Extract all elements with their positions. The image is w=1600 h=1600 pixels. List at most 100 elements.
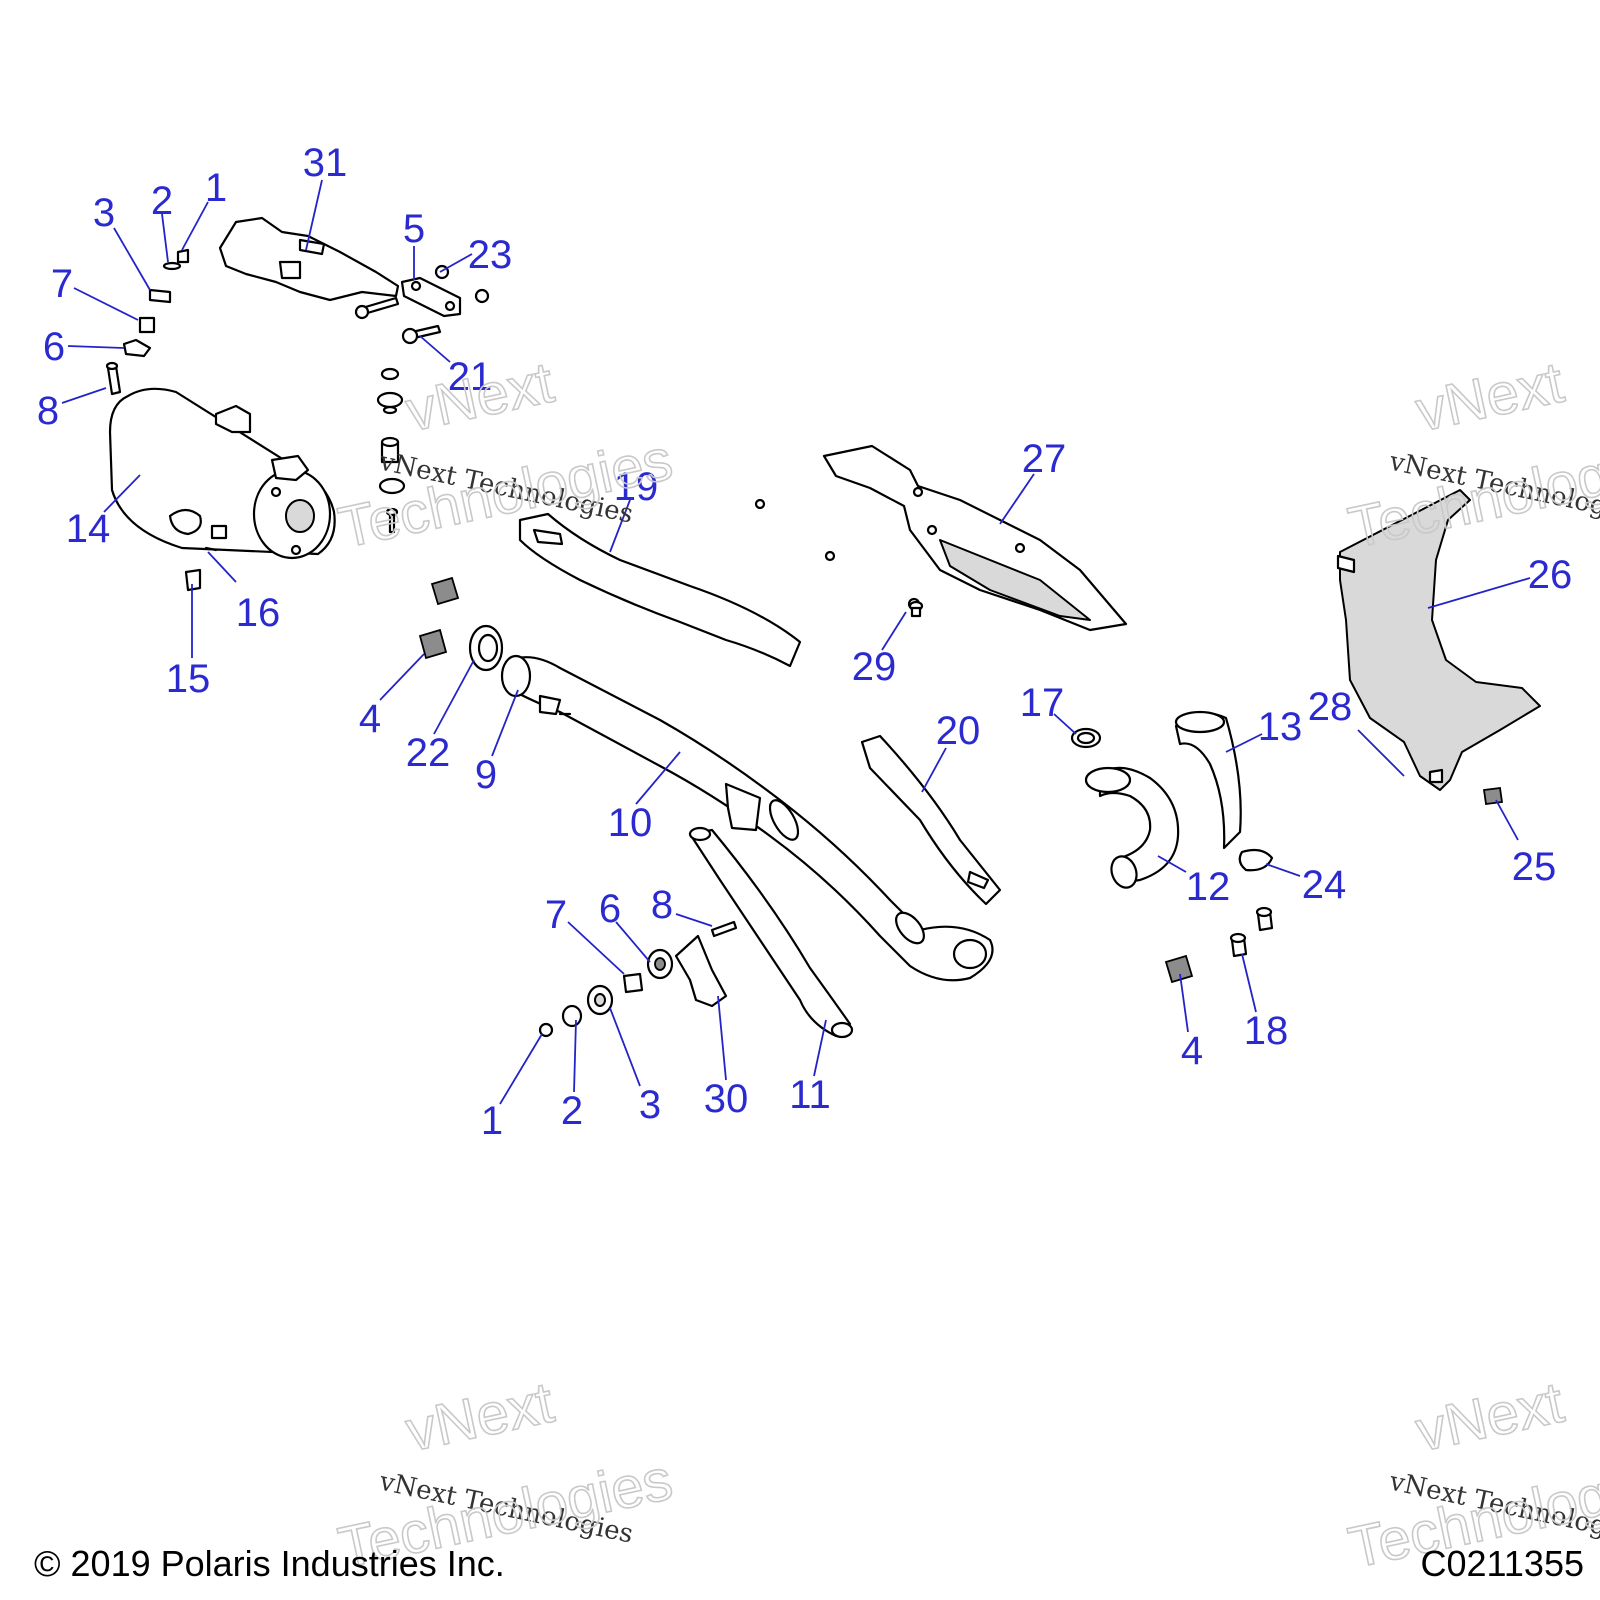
callout-4: 4	[359, 697, 381, 741]
leader-line-6	[615, 921, 651, 963]
callout-7: 7	[51, 262, 73, 306]
fasteners-upper	[354, 264, 490, 534]
callout-22: 22	[406, 731, 451, 775]
callout-6: 6	[43, 325, 65, 369]
leader-lines	[61, 179, 1531, 1105]
callout-30: 30	[704, 1077, 749, 1121]
callout-2: 2	[561, 1089, 583, 1133]
watermark-word: vNext	[400, 350, 559, 444]
callout-11: 11	[789, 1073, 831, 1117]
leader-line-20	[921, 747, 947, 793]
leader-line-4	[1179, 973, 1189, 1033]
leader-line-26	[1427, 577, 1531, 609]
leader-line-10	[635, 751, 681, 805]
callout-21: 21	[448, 355, 493, 399]
copyright-text: © 2019 Polaris Industries Inc.	[34, 1543, 505, 1584]
watermark-word: vNext	[1410, 1370, 1569, 1464]
part-31-heat-shield	[218, 216, 400, 302]
part-24-clamp	[1238, 848, 1274, 872]
callout-1: 1	[205, 166, 227, 210]
leader-line-1	[499, 1033, 543, 1105]
part-12-elbow	[1084, 766, 1180, 889]
leader-line-12	[1157, 855, 1187, 873]
leader-line-11	[813, 1019, 827, 1077]
part-11-tail-pipe	[688, 826, 854, 1039]
part-17-gasket	[1070, 727, 1102, 749]
callout-15: 15	[166, 657, 211, 701]
callout-31: 31	[303, 141, 348, 185]
part-27-heat-shield	[822, 444, 1128, 632]
part-10-head-pipe	[500, 654, 994, 982]
leader-line-6	[67, 345, 125, 349]
leader-line-16	[207, 551, 237, 583]
callout-18: 18	[1244, 1009, 1289, 1053]
callout-5: 5	[403, 207, 425, 251]
leader-line-29	[881, 611, 907, 651]
diagram-code: C0211355	[1421, 1543, 1584, 1584]
part-29-bolt	[908, 600, 924, 618]
callout-4: 4	[1181, 1029, 1203, 1073]
callout-13: 13	[1258, 705, 1303, 749]
callout-17: 17	[1020, 681, 1065, 725]
leader-line-23	[439, 253, 473, 273]
callout-26: 26	[1528, 553, 1573, 597]
callout-20: 20	[936, 709, 981, 753]
leader-line-7	[73, 287, 139, 321]
leader-line-30	[717, 995, 727, 1081]
callout-8: 8	[651, 883, 673, 927]
callout-27: 27	[1022, 437, 1067, 481]
parts-clamp-gasket	[418, 576, 504, 672]
leader-line-22	[433, 659, 475, 735]
leader-line-1	[181, 201, 209, 251]
leader-line-31	[305, 179, 323, 251]
parts-18-4	[1164, 906, 1274, 984]
callout-16: 16	[236, 591, 281, 635]
callout-2: 2	[151, 179, 173, 223]
leader-line-14	[103, 474, 141, 513]
callout-12: 12	[1186, 865, 1231, 909]
part-14-muffler	[108, 387, 336, 592]
callout-7: 7	[545, 893, 567, 937]
leader-line-3	[609, 1007, 641, 1087]
leader-line-19	[609, 499, 631, 553]
leader-line-28	[1357, 729, 1405, 777]
callout-25: 25	[1512, 845, 1557, 889]
part-26-shield-plate	[1336, 489, 1541, 791]
watermark-word: vNext	[1410, 350, 1569, 444]
leader-line-2	[161, 213, 169, 263]
leader-line-18	[1241, 953, 1257, 1013]
watermark-word: vNext	[400, 1370, 559, 1464]
callout-9: 9	[475, 753, 497, 797]
leader-line-8	[675, 913, 713, 927]
leader-line-7	[567, 921, 625, 975]
parts-small-left-upper	[105, 248, 190, 396]
callout-6: 6	[599, 887, 621, 931]
leader-line-13	[1225, 733, 1263, 753]
leader-line-9	[491, 689, 519, 757]
watermark-word-2: Technologies	[1343, 427, 1600, 561]
part-13-elbow-shield	[1174, 710, 1242, 850]
leader-line-4	[379, 653, 425, 701]
callout-3: 3	[639, 1083, 661, 1127]
callout-14: 14	[66, 507, 111, 551]
leader-line-17	[1053, 713, 1077, 735]
parts-artwork	[105, 216, 1541, 1039]
callout-28: 28	[1308, 685, 1353, 729]
callout-24: 24	[1302, 863, 1347, 907]
callout-3: 3	[93, 191, 115, 235]
callout-19: 19	[614, 465, 659, 509]
leader-line-8	[61, 387, 107, 404]
callout-10: 10	[608, 801, 653, 845]
callout-1: 1	[481, 1099, 503, 1143]
part-20-heat-shield	[860, 734, 1002, 906]
parts-28-25	[1428, 768, 1504, 806]
callout-23: 23	[468, 233, 513, 277]
part-19-heat-shield	[518, 498, 836, 668]
leader-line-21	[419, 335, 451, 363]
leader-line-2	[573, 1019, 577, 1093]
callout-29: 29	[852, 645, 897, 689]
